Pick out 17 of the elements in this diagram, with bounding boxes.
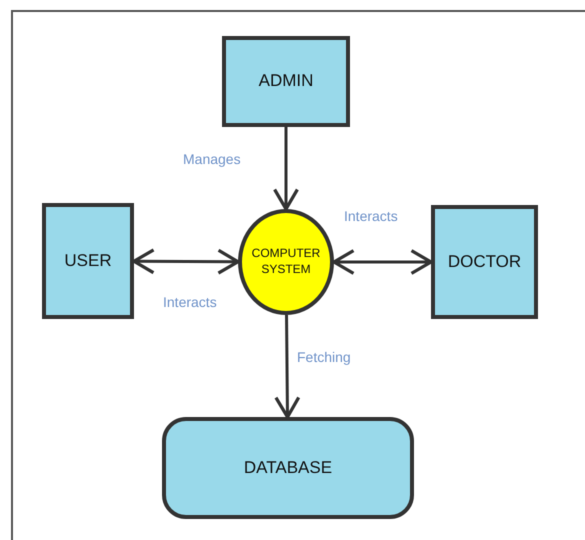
node-label: COMPUTER SYSTEM (250, 246, 322, 278)
entity-box (431, 205, 538, 319)
edge-label: Fetching (297, 349, 351, 365)
edge-label: Manages (183, 151, 241, 167)
arrow (132, 248, 240, 275)
database-box (162, 417, 414, 519)
node-label: DATABASE (244, 456, 332, 479)
entity-box (222, 36, 350, 127)
arrow (332, 249, 433, 275)
edge-label: Interacts (344, 208, 398, 224)
entity-box (42, 203, 134, 319)
edge-label: Interacts (163, 294, 217, 310)
arrow (274, 314, 300, 419)
node-label: DOCTOR (448, 250, 522, 273)
node-label: ADMIN (258, 70, 314, 92)
node-label: USER (64, 250, 112, 272)
arrow (273, 127, 299, 211)
